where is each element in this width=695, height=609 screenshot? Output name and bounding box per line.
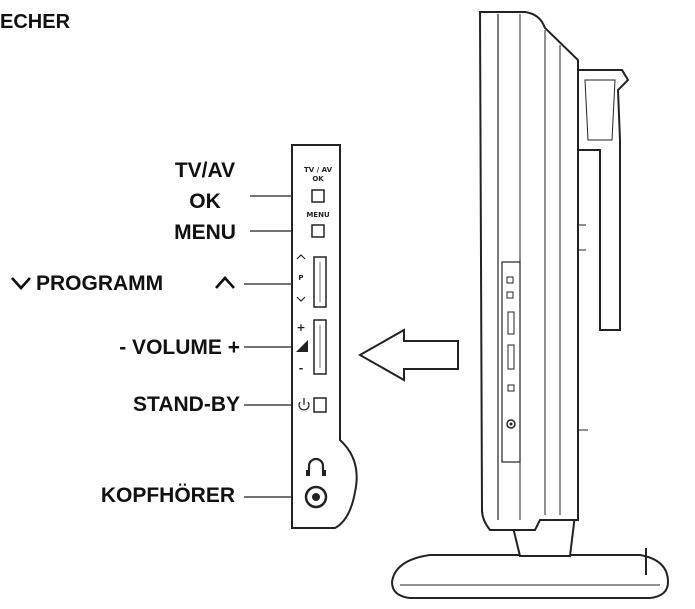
headphone-jack[interactable] [304,485,328,509]
label-menu: MENU [174,221,236,244]
power-icon [298,398,310,411]
label-ok: OK [189,190,221,213]
headphone-icon [306,457,326,476]
label-volume: - VOLUME + [119,336,240,359]
label-programm: PROGRAMM [36,272,164,295]
label-kopfhoerer: KOPFHÖRER [100,484,235,507]
panel-mark-p: P [298,274,303,282]
label-tv-av: TV/AV [174,159,236,182]
label-standby: STAND-BY [133,393,240,416]
chevron-up-icon [215,276,235,289]
panel-mark-plus: + [296,321,305,334]
panel-mark-ok: OK [312,175,324,183]
programm-down-mark-icon [296,296,306,302]
chevron-down-icon [11,277,31,290]
header-title: ECHER [0,11,71,33]
standby-button[interactable] [313,397,327,413]
panel-mark-minus: - [299,362,304,375]
side-panel [291,144,358,529]
panel-mark-tv-av: TV / AV [304,166,333,174]
menu-button[interactable] [311,224,325,238]
arrow-left-icon [357,328,459,382]
tv-side-view [390,11,670,599]
programm-up-mark-icon [296,254,306,260]
tv-av-ok-button[interactable] [311,189,325,203]
panel-mark-menu: MENU [306,211,330,219]
volume-wedge-icon [296,340,308,352]
